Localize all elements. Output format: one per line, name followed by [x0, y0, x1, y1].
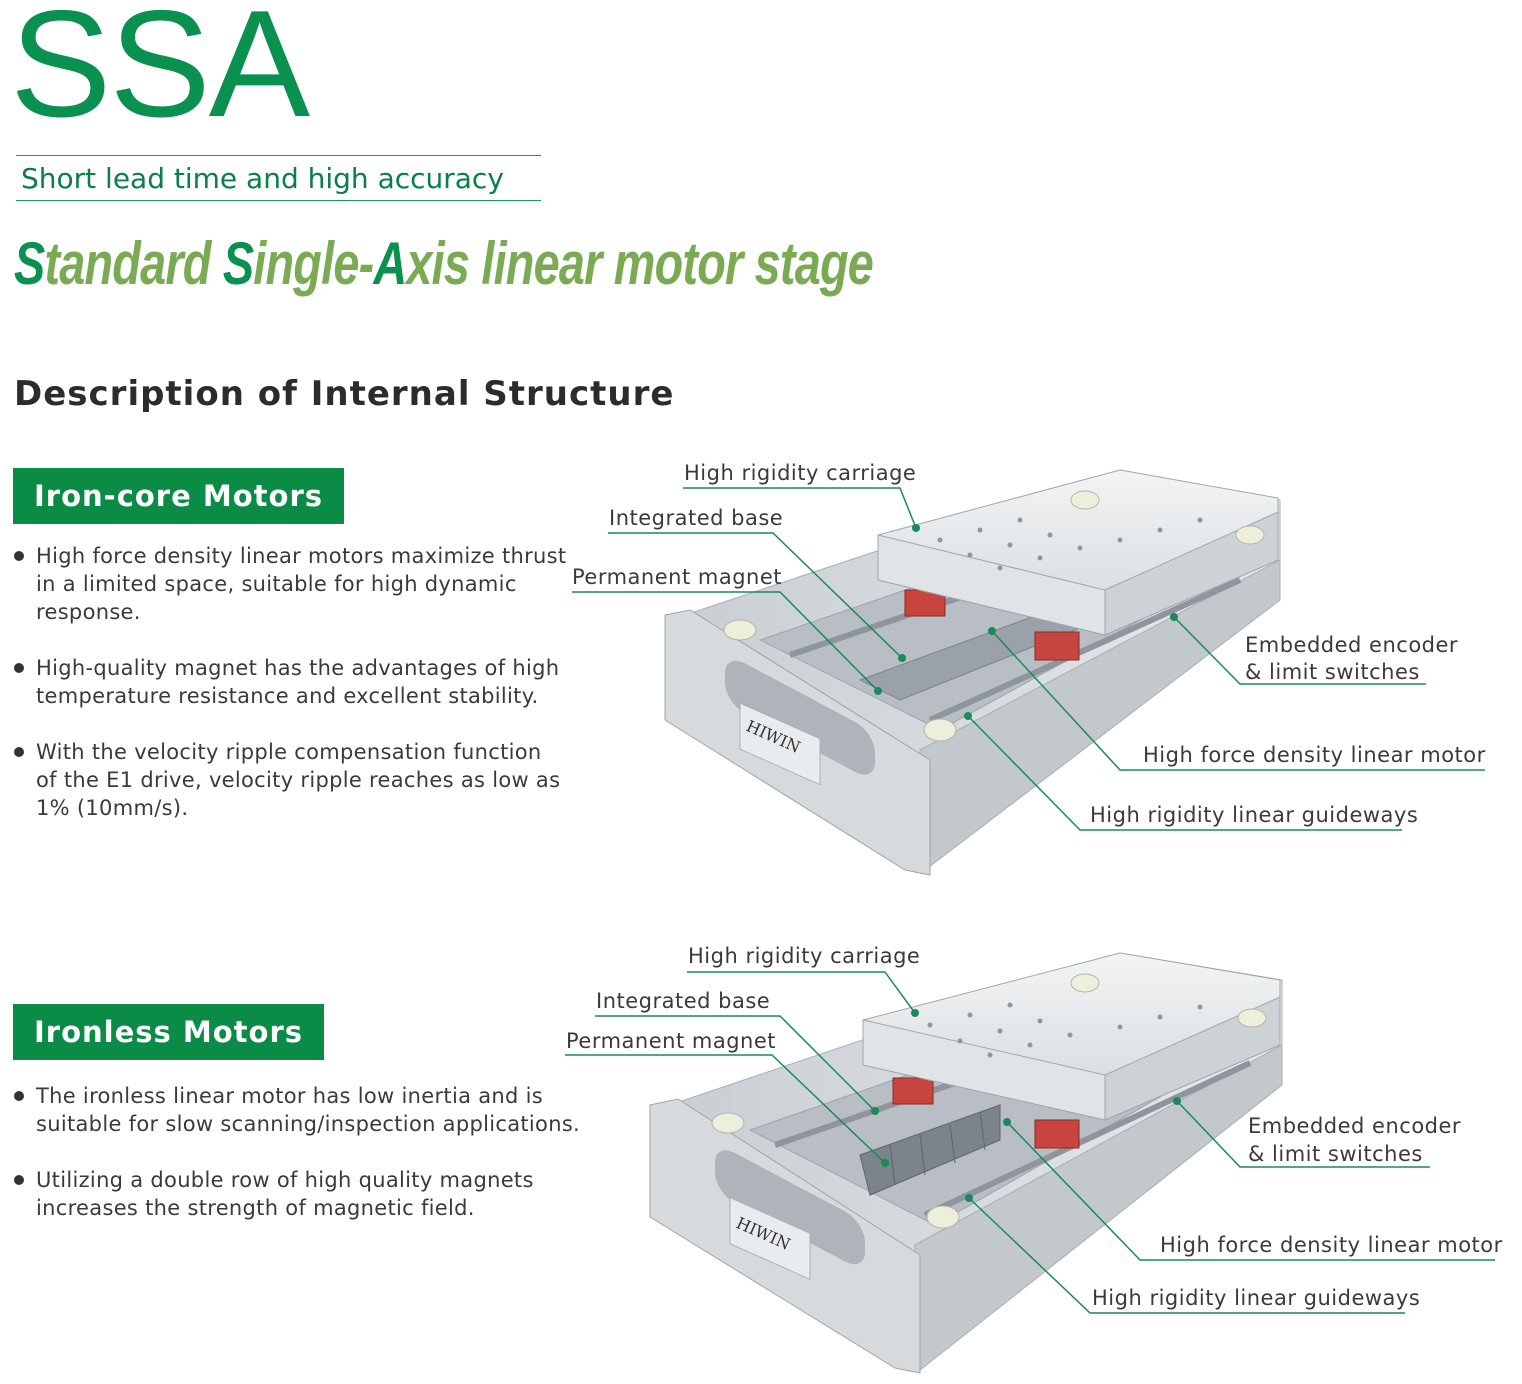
- ironless-bullet-list: The ironless linear motor has low inerti…: [12, 1082, 582, 1250]
- subtitle-part: A: [373, 230, 407, 297]
- subtitle-part: tandard: [44, 230, 223, 297]
- bullet-dot-icon: [14, 663, 24, 673]
- bullet-dot-icon: [14, 747, 24, 757]
- callout-magnet: Permanent magnet: [572, 565, 782, 589]
- callout-limit-switches: & limit switches: [1245, 660, 1420, 684]
- bullet-item: With the velocity ripple compensation fu…: [12, 738, 568, 822]
- iron-core-badge: Iron-core Motors: [13, 468, 345, 524]
- bullet-text: High-quality magnet has the advantages o…: [36, 656, 560, 708]
- brand-title: SSA: [10, 0, 310, 149]
- callout-base: Integrated base: [609, 506, 783, 530]
- bullet-text: High force density linear motors maximiz…: [36, 544, 567, 624]
- subtitle-part: xis linear motor stage: [406, 230, 874, 297]
- bullet-text: The ironless linear motor has low inerti…: [36, 1084, 581, 1136]
- subtitle-part: S: [222, 230, 254, 297]
- subtitle-part: S: [14, 230, 45, 297]
- bullet-dot-icon: [14, 551, 24, 561]
- subtitle-part: ingle-: [253, 230, 374, 297]
- ironless-badge: Ironless Motors: [13, 1004, 325, 1060]
- callout-dots: [871, 1009, 1181, 1202]
- section-title: Description of Internal Structure: [14, 374, 675, 414]
- callout-carriage: High rigidity carriage: [688, 944, 920, 968]
- callout-limit-switches: & limit switches: [1248, 1142, 1423, 1166]
- callout-motor: High force density linear motor: [1143, 743, 1486, 767]
- product-subtitle: Standard Single-Axis linear motor stage: [14, 234, 874, 294]
- bullet-item: High force density linear motors maximiz…: [12, 542, 568, 626]
- bullet-text: Utilizing a double row of high quality m…: [36, 1168, 534, 1220]
- callout-carriage: High rigidity carriage: [684, 461, 916, 485]
- tagline-box: Short lead time and high accuracy: [16, 155, 541, 201]
- callout-magnet: Permanent magnet: [566, 1029, 776, 1053]
- bullet-item: The ironless linear motor has low inerti…: [12, 1082, 582, 1138]
- callout-guideways: High rigidity linear guideways: [1090, 803, 1418, 827]
- callouts: [565, 971, 1495, 1314]
- callouts: [572, 487, 1485, 831]
- iron-core-stage-diagram: HIWIN High rigidity carriage Integrated …: [572, 461, 1486, 876]
- stage-illustration: HIWIN: [664, 469, 1281, 876]
- ironless-stage-diagram: HIWIN High rigidity carriage Integrated …: [565, 944, 1503, 1374]
- stage-illustration: HIWIN: [649, 952, 1283, 1374]
- tagline: Short lead time and high accuracy: [21, 162, 504, 195]
- iron-core-bullet-list: High force density linear motors maximiz…: [12, 542, 568, 850]
- bullet-dot-icon: [14, 1091, 24, 1101]
- callout-guideways: High rigidity linear guideways: [1092, 1286, 1420, 1310]
- bullet-text: With the velocity ripple compensation fu…: [36, 740, 561, 820]
- bullet-item: High-quality magnet has the advantages o…: [12, 654, 568, 710]
- callout-encoder: Embedded encoder: [1248, 1114, 1461, 1138]
- callout-base: Integrated base: [596, 989, 770, 1013]
- bullet-dot-icon: [14, 1175, 24, 1185]
- callout-motor: High force density linear motor: [1160, 1233, 1503, 1257]
- callout-encoder: Embedded encoder: [1245, 633, 1458, 657]
- callout-dots: [874, 524, 1178, 720]
- bullet-item: Utilizing a double row of high quality m…: [12, 1166, 582, 1222]
